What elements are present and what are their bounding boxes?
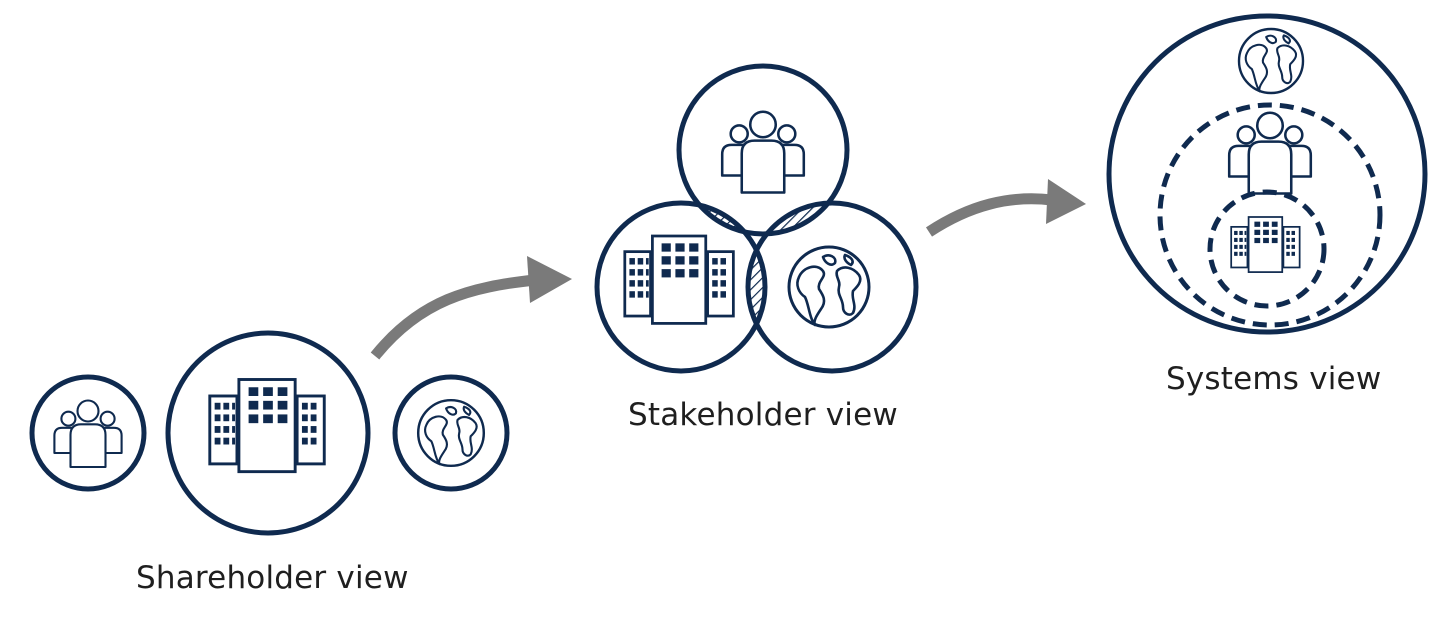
stakeholder-globe-circle	[745, 200, 919, 374]
arrow-shareholder-to-stakeholder	[370, 256, 572, 360]
stakeholder-buildings-circle	[594, 200, 768, 374]
stakeholder-people-circle	[676, 63, 850, 237]
stakeholder-view-label: Stakeholder view	[628, 397, 898, 433]
globe-icon	[416, 398, 486, 468]
systems-view-group	[1106, 13, 1428, 335]
systems-inner-dashed-circle	[1207, 189, 1327, 309]
systems-view-label: Systems view	[1166, 361, 1382, 397]
globe-icon	[1237, 27, 1305, 95]
shareholder-view-label: Shareholder view	[136, 560, 409, 596]
stakeholder-view-group	[594, 63, 919, 374]
shareholder-view-group	[29, 330, 510, 536]
arrow-stakeholder-to-systems	[925, 179, 1086, 237]
globe-icon	[787, 245, 871, 329]
systems-middle-dashed-circle	[1157, 102, 1383, 328]
